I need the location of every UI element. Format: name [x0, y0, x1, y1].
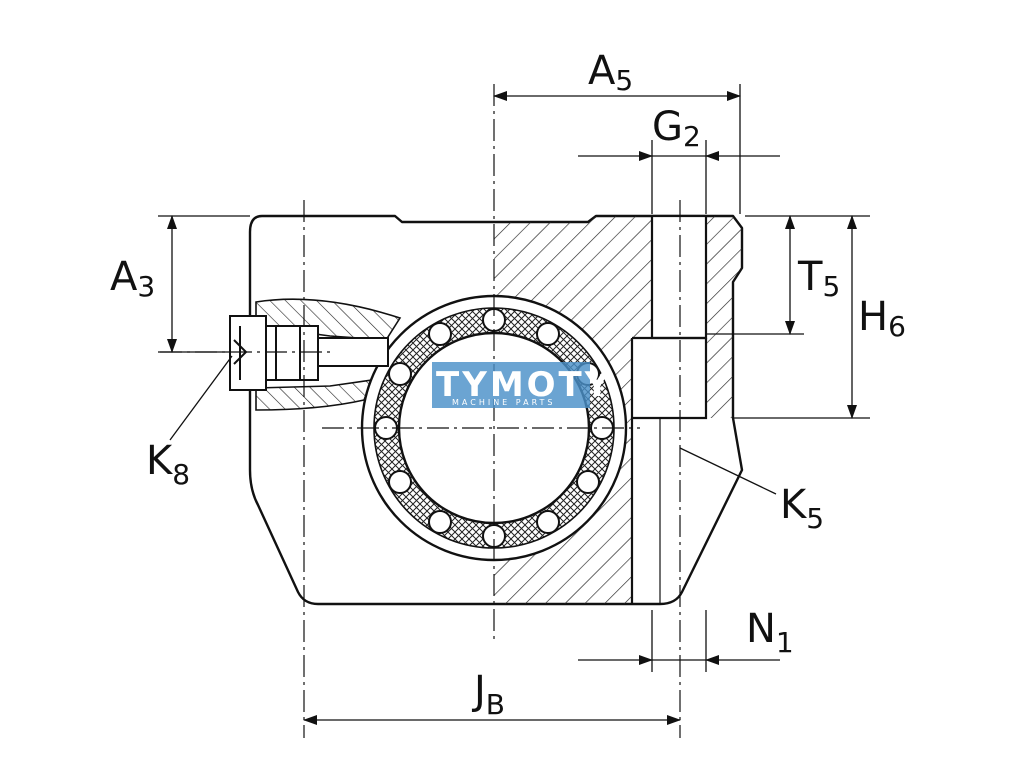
ball [536, 510, 560, 534]
label-h6: H6 [858, 294, 906, 343]
label-k5: K5 [780, 482, 824, 535]
watermark: TYMOTY MACHINE PARTS [432, 362, 612, 408]
watermark-band [432, 362, 590, 408]
dimension-labels: A5 G2 A3 T5 H6 K8 K5 N1 JB [110, 48, 906, 721]
label-a3: A3 [110, 254, 155, 303]
label-g2: G2 [652, 104, 701, 153]
leader-lines [169, 355, 777, 495]
label-a5: A5 [588, 48, 633, 97]
lube-screw [229, 315, 389, 391]
dimension-lines [167, 91, 857, 725]
ball [388, 362, 412, 386]
leader-k8 [169, 355, 233, 441]
ball [428, 510, 452, 534]
leader-k5 [679, 447, 777, 495]
ball [428, 322, 452, 346]
watermark-title: TYMOTY [436, 365, 612, 405]
section-hatch-left-lower [255, 379, 374, 411]
label-jb: JB [471, 668, 505, 721]
mounting-bore [630, 214, 708, 604]
ball [536, 322, 560, 346]
watermark-subtitle: MACHINE PARTS [452, 398, 556, 407]
ball [388, 470, 412, 494]
section-hatch-flange [706, 216, 742, 418]
ball [576, 470, 600, 494]
label-n1: N1 [746, 606, 794, 659]
label-k8: K8 [146, 438, 190, 491]
label-t5: T5 [797, 254, 840, 303]
